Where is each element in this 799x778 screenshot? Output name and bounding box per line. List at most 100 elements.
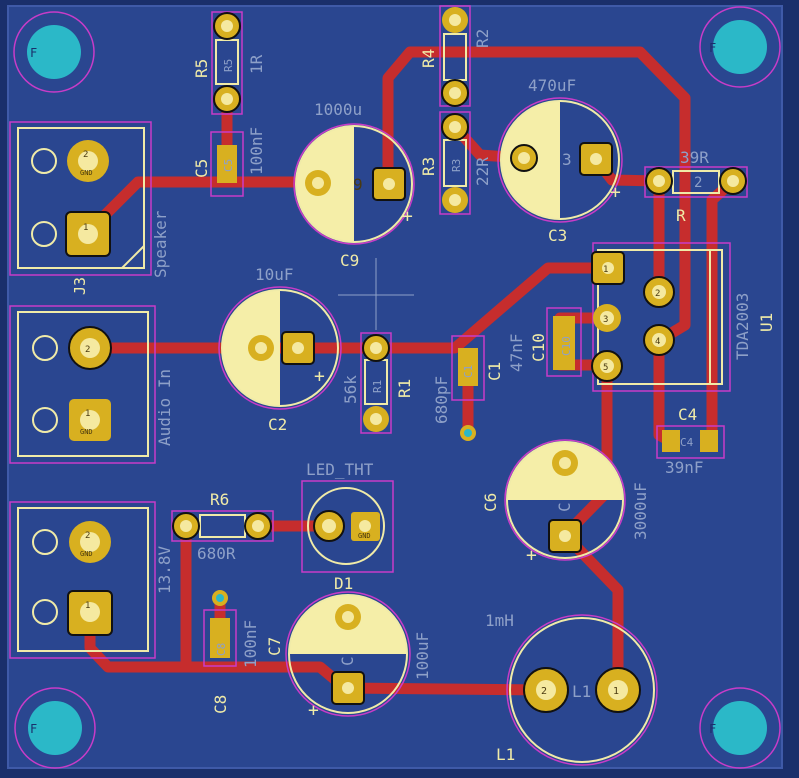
- svg-text:C: C: [555, 502, 574, 512]
- svg-text:R1: R1: [371, 380, 384, 393]
- origin-crosshair: [338, 258, 414, 330]
- svg-text:C5: C5: [222, 159, 235, 172]
- svg-text:3000uF: 3000uF: [631, 482, 650, 540]
- svg-text:R5: R5: [222, 59, 235, 72]
- svg-text:F: F: [709, 722, 716, 736]
- resistor-r3[interactable]: R3 R3 22R: [419, 111, 492, 215]
- power-value: 13.8V: [155, 545, 174, 594]
- mount-hole-bottom-left: F: [14, 687, 96, 769]
- svg-text:R3: R3: [419, 157, 438, 176]
- trace-c9-r2: [382, 46, 691, 346]
- capacitor-c1[interactable]: C1 680pF C1: [432, 335, 504, 441]
- capacitor-c6[interactable]: C C6 3000uF +: [481, 439, 650, 566]
- svg-text:C8: C8: [215, 643, 228, 656]
- svg-text:47nF: 47nF: [507, 333, 526, 372]
- capacitor-c4[interactable]: C4 C4 39nF: [656, 405, 725, 477]
- svg-text:5: 5: [603, 363, 608, 373]
- inductor-l1[interactable]: 2 1 1mH L1 L1: [485, 611, 658, 766]
- svg-text:3: 3: [603, 315, 608, 325]
- trace-input: [84, 262, 613, 354]
- svg-text:C2: C2: [268, 415, 287, 434]
- svg-text:C7: C7: [265, 637, 284, 656]
- svg-text:GND: GND: [80, 169, 93, 177]
- svg-text:1R: 1R: [247, 54, 266, 74]
- svg-text:GND: GND: [358, 532, 371, 540]
- resistor-39r[interactable]: 39R 2 R: [644, 148, 748, 225]
- svg-text:C10: C10: [560, 336, 573, 356]
- svg-text:L1: L1: [572, 682, 591, 701]
- connector-audio-in[interactable]: 2 1 GND Audio In: [9, 305, 174, 464]
- capacitor-c10[interactable]: C10 47nF C10: [507, 307, 582, 377]
- capacitor-c2[interactable]: 10uF + C2: [218, 265, 342, 434]
- svg-text:F: F: [30, 722, 37, 736]
- j3-ref: J3: [71, 277, 89, 295]
- connector-power-13v8[interactable]: 2 GND 1 13.8V: [9, 501, 174, 659]
- svg-text:F: F: [709, 41, 716, 55]
- svg-text:F: F: [30, 46, 37, 60]
- svg-text:C1: C1: [462, 365, 475, 378]
- svg-text:C: C: [338, 656, 357, 666]
- svg-text:+: +: [526, 545, 537, 566]
- svg-text:22R: 22R: [473, 157, 492, 186]
- svg-text:100uF: 100uF: [413, 632, 432, 680]
- svg-text:TDA2003: TDA2003: [733, 293, 752, 360]
- j3-value: Speaker: [151, 210, 170, 278]
- led-d1[interactable]: GND LED_THT D1: [301, 460, 394, 593]
- svg-text:100nF: 100nF: [241, 620, 260, 668]
- capacitor-c5[interactable]: C5 C5 100nF: [192, 127, 266, 197]
- svg-text:U1: U1: [757, 313, 776, 332]
- svg-text:1mH: 1mH: [485, 611, 514, 630]
- svg-text:+: +: [402, 206, 413, 227]
- svg-text:D1: D1: [334, 574, 353, 593]
- ic-u1-tda2003[interactable]: 1 2 3 4 5 TDA2003 U1: [591, 242, 776, 392]
- svg-text:1: 1: [85, 601, 90, 611]
- svg-text:56k: 56k: [341, 375, 360, 404]
- trace-power: [84, 606, 551, 696]
- capacitor-c3[interactable]: 470uF 3 + C3: [497, 76, 623, 245]
- svg-text:L1: L1: [496, 745, 515, 764]
- svg-text:2: 2: [85, 531, 90, 541]
- mount-hole-top-right: F: [699, 6, 781, 88]
- svg-text:470uF: 470uF: [528, 76, 576, 95]
- svg-text:680R: 680R: [197, 544, 236, 563]
- svg-text:2: 2: [541, 686, 547, 697]
- resistor-r2[interactable]: R2 R4: [419, 5, 492, 107]
- svg-text:39nF: 39nF: [665, 458, 704, 477]
- svg-text:9: 9: [353, 175, 363, 194]
- svg-text:C9: C9: [340, 251, 359, 270]
- svg-text:C10: C10: [529, 333, 548, 362]
- svg-text:2: 2: [694, 175, 702, 191]
- svg-text:C4: C4: [678, 405, 697, 424]
- svg-text:GND: GND: [80, 550, 93, 558]
- mount-hole-bottom-right: F: [699, 687, 781, 769]
- svg-text:39R: 39R: [680, 148, 709, 167]
- svg-text:1: 1: [613, 686, 619, 697]
- resistor-r5[interactable]: R5 R5 1R: [192, 11, 266, 115]
- capacitor-c7[interactable]: C8 100nF C7 C8: [203, 590, 284, 714]
- svg-text:2: 2: [85, 345, 90, 355]
- mounting-holes: F F F F: [13, 6, 781, 769]
- svg-text:C1: C1: [485, 362, 504, 381]
- capacitor-c8-electrolytic[interactable]: C 100uF +: [285, 591, 432, 721]
- svg-text:2: 2: [655, 289, 660, 299]
- svg-text:R5: R5: [192, 59, 211, 78]
- connector-j3-speaker[interactable]: 2 GND 1 J3 Speaker: [9, 121, 170, 295]
- svg-text:680pF: 680pF: [432, 376, 451, 424]
- resistor-r6[interactable]: R6 680R: [171, 490, 274, 563]
- svg-text:+: +: [308, 700, 319, 721]
- svg-text:C3: C3: [548, 226, 567, 245]
- svg-text:GND: GND: [80, 428, 93, 436]
- svg-text:LED_THT: LED_THT: [306, 460, 374, 479]
- mount-hole-top-left: F: [13, 11, 95, 93]
- capacitor-c9[interactable]: 1000u 9 + C9: [293, 100, 415, 270]
- svg-text:R6: R6: [210, 490, 229, 509]
- svg-text:3: 3: [562, 150, 572, 169]
- svg-text:4: 4: [655, 337, 660, 347]
- svg-text:1: 1: [603, 265, 608, 275]
- svg-text:2: 2: [83, 150, 88, 160]
- trace-c6-l1: [559, 529, 624, 696]
- resistor-r1[interactable]: R1 56k R1: [341, 332, 414, 434]
- svg-text:1: 1: [85, 409, 90, 419]
- svg-text:+: +: [610, 182, 621, 203]
